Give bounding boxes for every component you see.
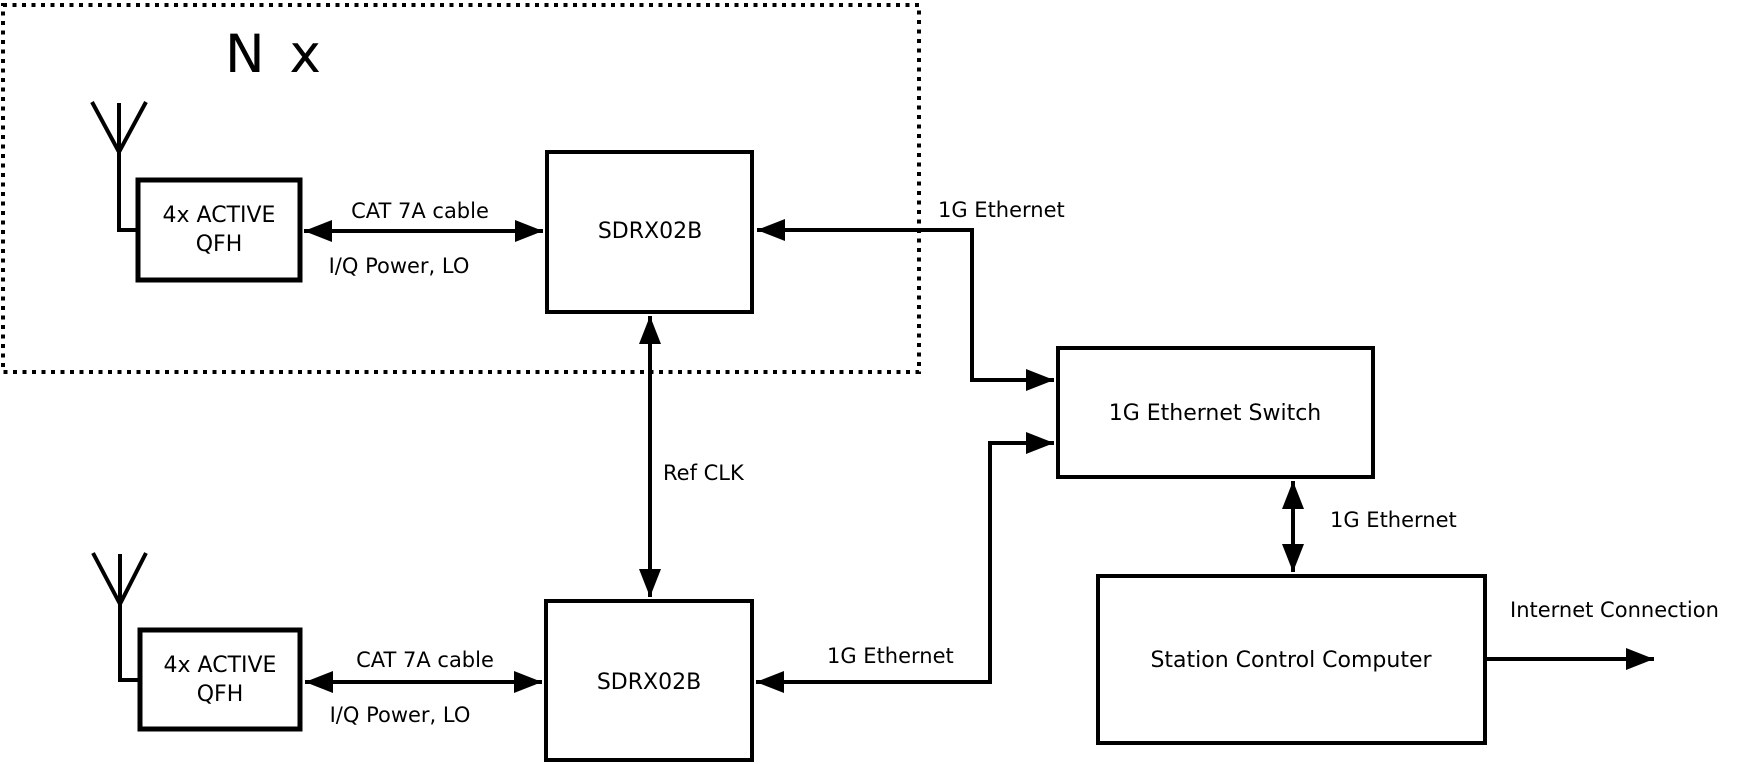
eth-bottom-label: 1G Ethernet xyxy=(827,644,954,668)
sdrx-top-node xyxy=(545,150,754,314)
antenna-bottom-icon xyxy=(91,552,148,682)
qfh-bottom-label-line2: QFH xyxy=(197,682,244,707)
eth-scc-label: 1G Ethernet xyxy=(1330,508,1457,532)
eth-top-label: 1G Ethernet xyxy=(938,198,1065,222)
eth-top-edge xyxy=(757,219,1054,391)
internet-connection-label: Internet Connection xyxy=(1510,598,1719,622)
ethernet-switch-label: 1G Ethernet Switch xyxy=(1109,401,1322,426)
replication-group-box xyxy=(1,3,921,374)
qfh-bottom-node xyxy=(137,627,303,732)
qfh-top-label-line1: 4x ACTIVE xyxy=(163,203,276,228)
iq-power-lo-top-label: I/Q Power, LO xyxy=(329,254,470,278)
cat7a-bottom-label: CAT 7A cable xyxy=(356,648,494,672)
station-control-computer-node xyxy=(1096,574,1487,745)
sdrx-bottom-node xyxy=(544,599,754,762)
sdrx-bottom-label: SDRX02B xyxy=(597,670,701,695)
sdrx-top-label: SDRX02B xyxy=(598,219,702,244)
qfh-top-node xyxy=(135,177,303,283)
ethernet-switch-node xyxy=(1056,346,1375,479)
refclk-label: Ref CLK xyxy=(663,461,745,485)
group-multiplier-label: N x xyxy=(225,24,325,85)
qfh-bottom-label-line1: 4x ACTIVE xyxy=(164,653,277,678)
eth-bottom-edge xyxy=(756,432,1054,693)
cat7a-top-label: CAT 7A cable xyxy=(351,199,489,223)
qfh-top-label-line2: QFH xyxy=(196,232,243,257)
station-control-computer-label: Station Control Computer xyxy=(1150,648,1432,673)
antenna-top-icon xyxy=(90,101,148,232)
iq-power-lo-bottom-label: I/Q Power, LO xyxy=(330,703,471,727)
